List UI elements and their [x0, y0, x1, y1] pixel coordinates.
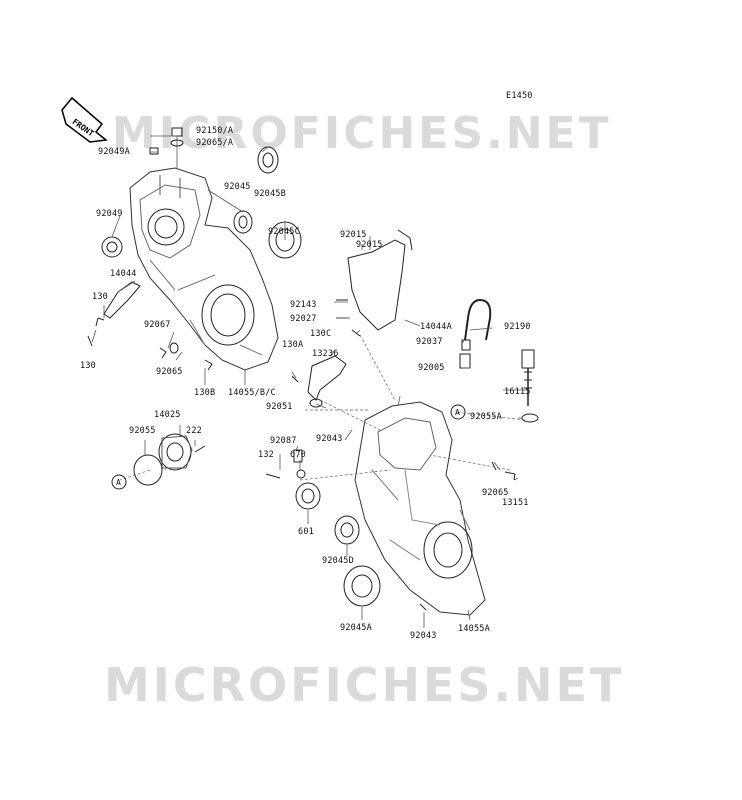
left-gear-case	[129, 167, 279, 371]
part-label: 92037	[416, 337, 443, 347]
plug-92049a-icon	[149, 147, 159, 155]
bracket-14044-icon	[103, 281, 141, 319]
seal-92045d-icon	[334, 515, 360, 545]
hose-92190-icon	[464, 298, 492, 341]
seal-92049-icon	[101, 236, 123, 258]
part-label: 16115	[504, 387, 531, 397]
part-label: 601	[298, 527, 314, 537]
part-label: 92045D	[322, 556, 354, 566]
part-label: 92043	[410, 631, 437, 641]
watermark-bottom: MICROFICHES.NET	[104, 658, 625, 712]
right-gear-case	[354, 395, 486, 616]
oring-92055a-icon	[521, 413, 539, 423]
callout-a-right-letter: A	[455, 408, 460, 417]
spring-92087-icon	[293, 449, 303, 463]
part-label: 92049A	[98, 147, 130, 157]
part-label: 92143	[290, 300, 317, 310]
part-label: 130	[80, 361, 96, 371]
bolt-132-icon	[265, 473, 281, 479]
part-label: 92005	[418, 363, 445, 373]
part-label: 92065/A	[196, 138, 234, 148]
dipstick-16115-icon	[521, 349, 535, 406]
part-label: 14044A	[420, 322, 452, 332]
part-label: 92045C	[268, 227, 300, 237]
plug-92150-icon	[171, 127, 183, 137]
part-label: 92049	[96, 209, 123, 219]
front-arrow-icon: FRONT	[61, 96, 108, 143]
callout-a-left-letter: A	[116, 478, 121, 487]
ring-601-icon	[295, 482, 321, 510]
part-label: 92055A	[470, 412, 502, 422]
part-label: 92150/A	[196, 126, 234, 136]
part-label: 130B	[194, 388, 216, 398]
part-label: 222	[186, 426, 202, 436]
part-label: 92087	[270, 436, 297, 446]
part-label: 13151	[502, 498, 529, 508]
part-label: 92051	[266, 402, 293, 412]
screw-13151-icon	[504, 471, 516, 481]
part-label: 14055/B/C	[228, 388, 276, 398]
part-label: 130A	[282, 340, 304, 350]
part-label: 92027	[290, 314, 317, 324]
part-label: 92045	[224, 182, 251, 192]
bracket-14044a-icon	[347, 239, 406, 331]
oring-92055-icon	[133, 454, 163, 486]
part-label: 92065	[482, 488, 509, 498]
part-label: 130C	[310, 329, 332, 339]
oring-670-icon	[296, 469, 306, 479]
part-label: 92067	[144, 320, 171, 330]
part-label: 92043	[316, 434, 343, 444]
seal-92045b-icon	[257, 146, 279, 174]
part-label: 92045B	[254, 189, 286, 199]
arm-13236-icon	[307, 355, 347, 401]
part-label: 92015	[340, 230, 367, 240]
part-label: 14044	[110, 269, 137, 279]
part-label: 92015	[356, 240, 383, 250]
cover-14025	[158, 433, 193, 471]
bearing-92045a-icon	[343, 565, 381, 607]
seal-92045-icon	[233, 210, 253, 234]
part-label: 130	[92, 292, 108, 302]
callout-a-right	[450, 404, 466, 420]
callout-a-left	[111, 474, 127, 490]
part-label: 92190	[504, 322, 531, 332]
part-label: 14055A	[458, 624, 490, 634]
part-label: 670	[290, 450, 306, 460]
part-label: 92065	[156, 367, 183, 377]
part-label: 92055	[129, 426, 156, 436]
watermark-top: MICROFICHES.NET	[112, 108, 612, 159]
part-label: 14025	[154, 410, 181, 420]
part-label: 92045A	[340, 623, 372, 633]
part-label: 13236	[312, 349, 339, 359]
part-label: 132	[258, 450, 274, 460]
diagram-code: E1450	[506, 91, 533, 101]
